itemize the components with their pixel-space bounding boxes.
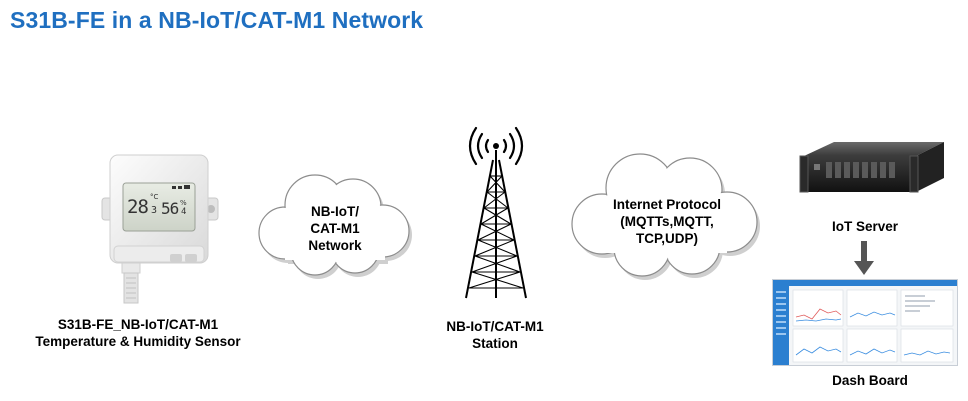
cloud-internet-label: Internet Protocol (MQTTs,MQTT, TCP,UDP)	[592, 196, 742, 247]
dashboard-label: Dash Board	[832, 373, 908, 388]
cell-tower-icon	[465, 126, 527, 299]
cloud-network-label: NB-IoT/ CAT-M1 Network	[285, 203, 385, 254]
lcd-humidity: 56	[161, 199, 179, 218]
station-label-line2: Station	[472, 336, 518, 351]
arrow-down-icon	[854, 241, 874, 275]
cloud-internet-line3: TCP,UDP)	[635, 231, 698, 246]
dashboard-image	[772, 279, 958, 366]
sensor-label: S31B-FE_NB-IoT/CAT-M1 Temperature & Humi…	[18, 316, 258, 350]
lcd-humidity-unit: %	[180, 199, 187, 207]
station-label: NB-IoT/CAT-M1 Station	[420, 318, 570, 352]
lcd-humidity-decimal: 4	[181, 207, 187, 217]
server-label: IoT Server	[831, 219, 899, 234]
lcd-temperature-decimal: 3	[151, 205, 158, 216]
diagram-title: S31B-FE in a NB-IoT/CAT-M1 Network	[10, 7, 424, 33]
lcd-temperature-unit: °C	[150, 193, 159, 201]
station-label-line1: NB-IoT/CAT-M1	[446, 319, 544, 334]
sensor-label-line2: Temperature & Humidity Sensor	[35, 334, 241, 349]
cloud-network-line1: NB-IoT/	[311, 204, 359, 219]
cloud-network-icon	[258, 174, 412, 279]
sensor-label-line1: S31B-FE_NB-IoT/CAT-M1	[57, 317, 219, 332]
sensor-device-image	[101, 154, 219, 304]
cloud-internet-line2: (MQTTs,MQTT,	[620, 214, 714, 229]
lcd-temperature: 28	[127, 196, 149, 218]
cloud-network-line2: CAT-M1	[310, 221, 360, 236]
server-icon	[799, 142, 944, 193]
cloud-network-line3: Network	[308, 238, 362, 253]
cloud-internet-icon	[571, 153, 760, 280]
cloud-internet-line1: Internet Protocol	[612, 197, 721, 212]
